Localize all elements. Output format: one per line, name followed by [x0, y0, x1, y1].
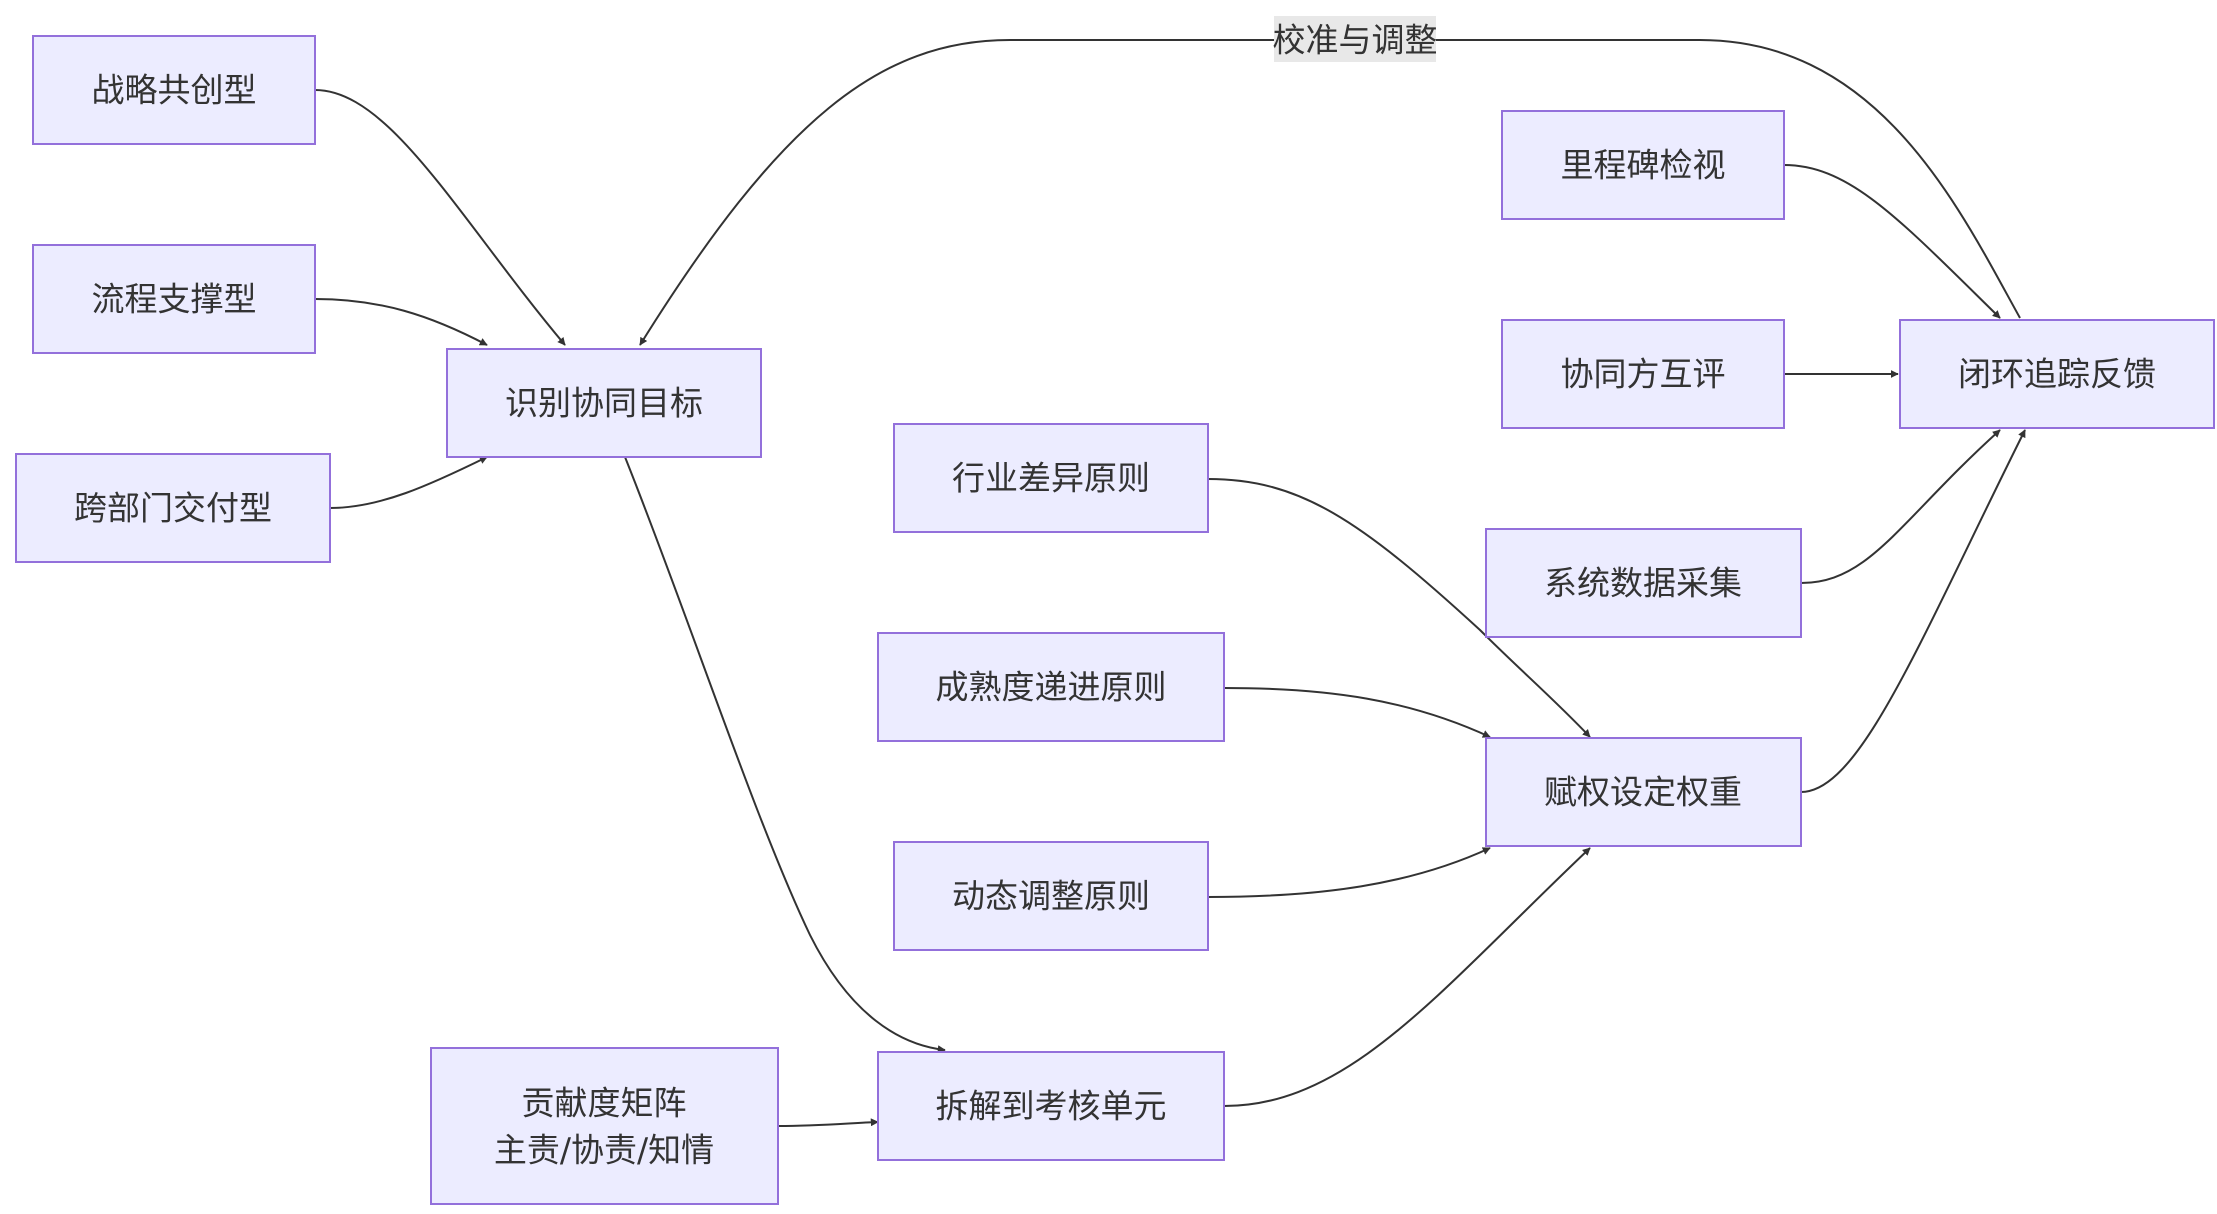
- edge-maturity-to-empower: [1223, 687, 1491, 738]
- node-empower-weights: 赋权设定权重: [1485, 737, 1802, 847]
- node-peer-review: 协同方互评: [1501, 319, 1785, 429]
- node-process-support: 流程支撑型: [32, 244, 316, 354]
- node-contribution-matrix: 贡献度矩阵 主责/协责/知情: [430, 1047, 779, 1205]
- node-strategic-cocreation-label: 战略共创型: [92, 71, 257, 110]
- node-identify-goals: 识别协同目标: [446, 348, 762, 458]
- node-strategic-cocreation: 战略共创型: [32, 35, 316, 145]
- node-empower-weights-label: 赋权设定权重: [1544, 773, 1742, 812]
- edge-empower-to-closedloop: [1800, 429, 2026, 793]
- node-cross-dept-delivery: 跨部门交付型: [15, 453, 331, 563]
- node-maturity-progression: 成熟度递进原则: [877, 632, 1225, 742]
- edge-matrix-to-decompose: [777, 1118, 879, 1127]
- node-system-data-label: 系统数据采集: [1544, 564, 1742, 603]
- node-closed-loop: 闭环追踪反馈: [1899, 319, 2215, 429]
- node-decompose-units: 拆解到考核单元: [877, 1051, 1225, 1161]
- node-industry-difference: 行业差异原则: [893, 423, 1209, 533]
- node-contribution-matrix-label-line2: 主责/协责/知情: [494, 1131, 714, 1170]
- node-cross-dept-delivery-label: 跨部门交付型: [74, 489, 272, 528]
- edge-process-to-identify: [314, 298, 488, 346]
- edge-label-calibrate-text: 校准与调整: [1273, 21, 1438, 60]
- edge-identify-to-decompose: [624, 456, 946, 1054]
- node-system-data: 系统数据采集: [1485, 528, 1802, 638]
- node-process-support-label: 流程支撑型: [92, 280, 257, 319]
- node-closed-loop-label: 闭环追踪反馈: [1958, 355, 2156, 394]
- node-milestone-review: 里程碑检视: [1501, 110, 1785, 220]
- node-dynamic-adjustment: 动态调整原则: [893, 841, 1209, 951]
- node-decompose-units-label: 拆解到考核单元: [936, 1087, 1167, 1126]
- edge-industry-to-empower: [1207, 478, 1591, 738]
- edge-systemdata-to-closedloop: [1800, 429, 2001, 584]
- node-contribution-matrix-label-line1: 贡献度矩阵: [522, 1084, 687, 1123]
- edge-closedloop-to-identify: [639, 39, 2021, 346]
- edge-label-calibrate: 校准与调整: [1273, 16, 1438, 62]
- edge-cross-dept-to-identify: [329, 456, 488, 509]
- node-peer-review-label: 协同方互评: [1561, 355, 1726, 394]
- node-maturity-progression-label: 成熟度递进原则: [936, 668, 1167, 707]
- node-industry-difference-label: 行业差异原则: [952, 459, 1150, 498]
- edge-milestone-to-closedloop: [1783, 164, 2001, 319]
- edge-dynamic-to-empower: [1207, 847, 1491, 898]
- node-dynamic-adjustment-label: 动态调整原则: [952, 877, 1150, 916]
- edge-decompose-to-empower: [1223, 847, 1591, 1107]
- node-identify-goals-label: 识别协同目标: [505, 384, 703, 423]
- edge-strategic-to-identify: [314, 89, 566, 346]
- node-milestone-review-label: 里程碑检视: [1561, 146, 1726, 185]
